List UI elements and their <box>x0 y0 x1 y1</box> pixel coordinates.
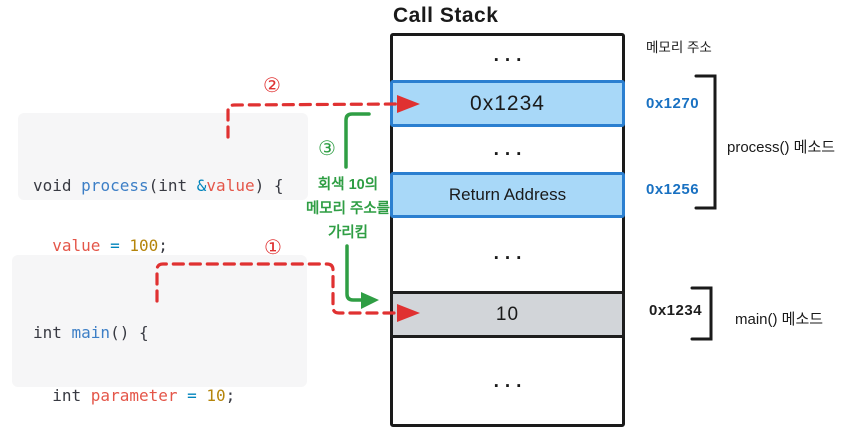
stack-row-label: 0x1234 <box>470 91 545 115</box>
code-token: parameter <box>90 386 178 405</box>
code-token: value <box>206 176 255 195</box>
code-token: int <box>33 386 91 405</box>
code-block-process: void process(int &value) { value = 100; … <box>18 113 308 315</box>
code-token: ; <box>158 236 168 255</box>
stack-row-dots: ... <box>493 139 528 160</box>
step-2-badge: ② <box>263 75 281 97</box>
main-method-label: main() 메소드 <box>735 311 824 328</box>
code-token: main <box>71 323 111 342</box>
green-note: 회색 10의 메모리 주소를 가리킴 <box>293 173 403 245</box>
code-token: & <box>196 176 207 195</box>
green-note-line: 메모리 주소를 <box>305 201 391 217</box>
stack-row-10: 10 <box>390 291 625 338</box>
code-token: 10 <box>206 386 226 405</box>
code-token: = <box>100 236 130 255</box>
process-method-label: process() 메소드 <box>727 139 836 156</box>
code-token: value <box>33 236 101 255</box>
stack-row-return-address: Return Address <box>390 172 625 218</box>
green-arrow-path <box>345 244 363 302</box>
step-3-badge: ③ <box>318 138 336 160</box>
memory-address-0x1234: 0x1234 <box>649 302 703 319</box>
code-token: 100 <box>129 236 159 255</box>
stack-row-dots: ... <box>493 45 528 66</box>
call-stack-frame: ... 0x1234 ... Return Address ... 10 ... <box>390 33 625 427</box>
code-token: = <box>177 386 207 405</box>
step-1-badge: ① <box>264 237 282 259</box>
green-note-line: 회색 10의 <box>317 177 379 193</box>
green-arrowhead-icon <box>361 292 379 309</box>
code-line: value = 100; <box>33 236 308 256</box>
step-3-bracket-path <box>344 112 371 169</box>
code-token: ; <box>225 386 236 405</box>
stack-row-dots: ... <box>493 371 528 392</box>
stack-row-0x1234: 0x1234 <box>390 80 625 127</box>
code-line: int parameter = 10; <box>33 385 307 406</box>
memory-address-0x1270: 0x1270 <box>646 95 700 112</box>
code-block-main: int main() { int parameter = 10; process… <box>12 255 307 405</box>
stack-row-label: 10 <box>495 303 520 325</box>
code-token: int <box>33 323 72 342</box>
code-token: ( <box>148 176 159 195</box>
code-line: int main() { <box>33 322 307 343</box>
memory-address-0x1256: 0x1256 <box>646 181 700 198</box>
code-line: void process(int &value) { <box>33 176 308 196</box>
code-token: process <box>81 176 149 195</box>
code-token: ) { <box>254 176 284 195</box>
code-token: void <box>33 176 82 195</box>
code-token: () { <box>110 323 149 342</box>
diagram-title: Call Stack <box>393 4 499 27</box>
code-token: int <box>158 176 197 195</box>
green-note-line: 가리킴 <box>327 225 369 241</box>
memory-address-header: 메모리 주소 <box>646 40 712 55</box>
stack-row-dots: ... <box>493 243 528 264</box>
stack-row-label: Return Address <box>448 185 567 204</box>
